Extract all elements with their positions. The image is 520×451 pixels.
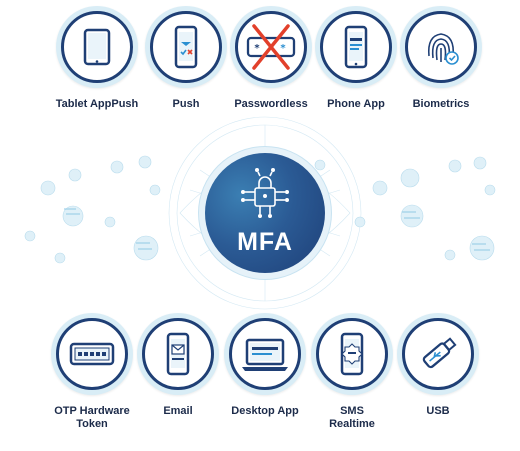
method-ring	[397, 313, 479, 395]
method-label: Phone App	[327, 98, 385, 110]
method-usb: USB	[393, 313, 483, 418]
method-label: Tablet AppPush	[55, 98, 139, 110]
method-biometrics: Biometrics	[396, 6, 486, 111]
mfa-title: MFA	[237, 228, 293, 256]
method-label: Desktop App	[231, 405, 299, 417]
method-label: SMS Realtime	[329, 405, 375, 430]
method-ring	[400, 6, 482, 88]
method-sms-realtime: SMS Realtime	[307, 313, 397, 431]
method-label: USB	[426, 405, 450, 417]
svg-text:*: *	[254, 43, 260, 54]
tablet-icon	[83, 28, 111, 66]
phone-sms-icon	[340, 332, 364, 376]
method-ring	[56, 6, 138, 88]
method-label: Push	[172, 98, 200, 110]
method-label: Email	[163, 405, 193, 417]
phone-push-icon	[174, 25, 198, 69]
method-label: Biometrics	[412, 98, 470, 110]
method-label: Passwordless	[234, 98, 308, 110]
method-ring: * *	[230, 6, 312, 88]
method-push: Push	[141, 6, 231, 111]
method-ring	[51, 313, 133, 395]
crossed-password-icon: * *	[246, 24, 296, 70]
method-phone-app: Phone App	[311, 6, 401, 111]
method-ring	[311, 313, 393, 395]
mfa-center-hub: MFA	[180, 128, 350, 298]
method-tablet-apppush: Tablet AppPush	[52, 6, 142, 111]
circuit-lock-icon	[241, 168, 289, 218]
svg-text:*: *	[280, 43, 286, 54]
usb-icon	[422, 337, 457, 369]
laptop-icon	[242, 338, 288, 371]
mfa-center-disc	[205, 153, 325, 273]
otp-token-icon	[69, 342, 115, 366]
method-otp-hardware-token: OTP Hardware Token	[47, 313, 137, 431]
method-passwordless: * * Passwordless	[226, 6, 316, 111]
method-ring	[145, 6, 227, 88]
method-ring	[137, 313, 219, 395]
method-label: OTP Hardware Token	[54, 405, 130, 430]
fingerprint-icon	[427, 33, 459, 65]
method-email: Email	[133, 313, 223, 418]
method-desktop-app: Desktop App	[220, 313, 310, 418]
method-ring	[224, 313, 306, 395]
method-ring	[315, 6, 397, 88]
phone-email-icon	[166, 332, 190, 376]
phone-app-icon	[344, 25, 368, 69]
